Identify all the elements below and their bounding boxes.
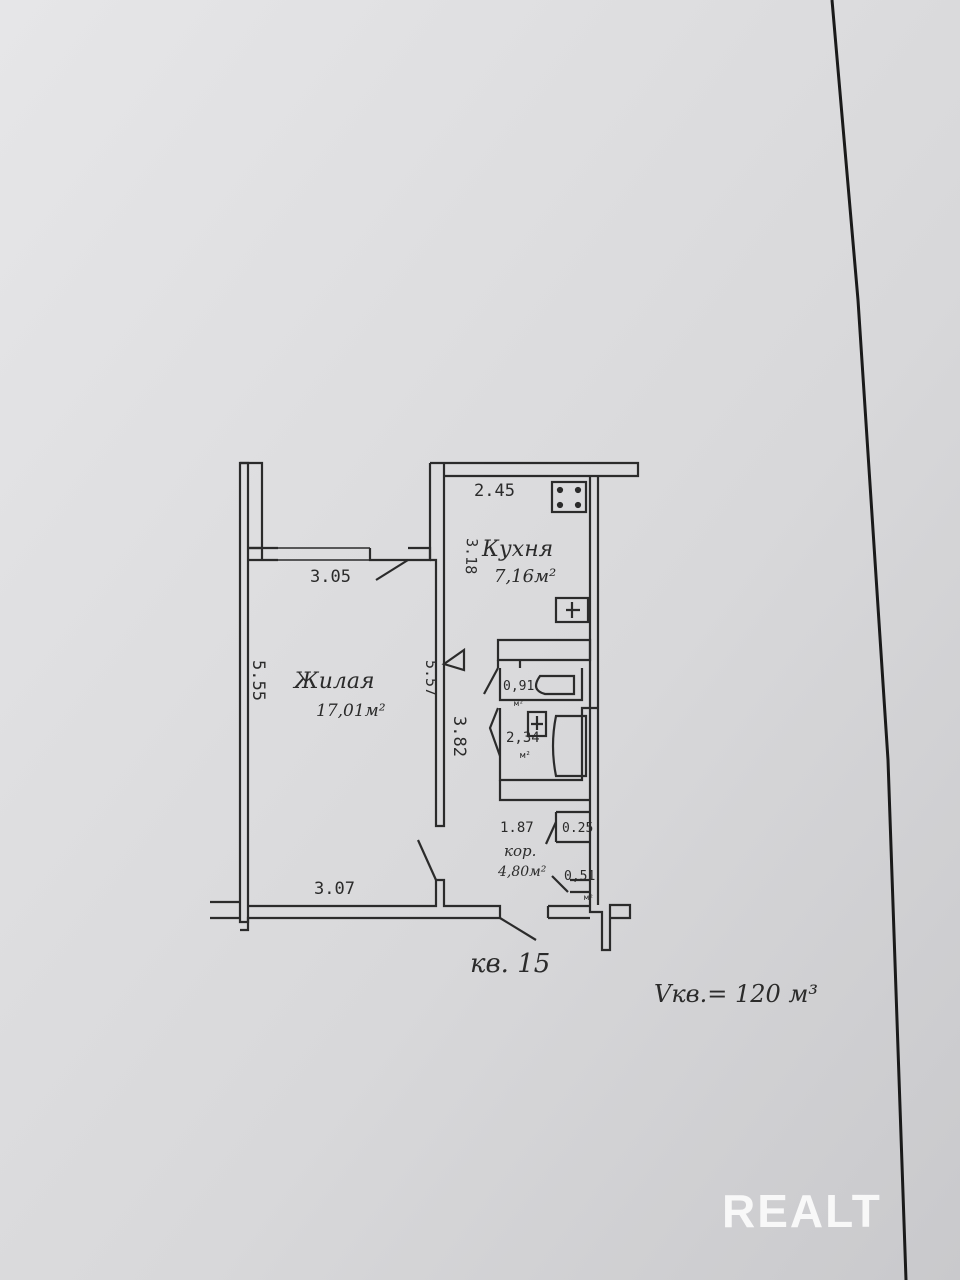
- living-width-dimension: 3.07: [314, 879, 355, 899]
- kitchen-sink: [554, 596, 590, 624]
- kitchen-stove: [550, 480, 588, 514]
- kitchen-name: Кухня: [481, 537, 553, 562]
- closet-area: 0,51: [564, 869, 595, 884]
- kitchen-area: 7,16м²: [494, 566, 556, 587]
- bath-area: 2,34: [506, 730, 540, 746]
- balcony-width-dimension: 3.05: [310, 567, 351, 587]
- corridor-width-dimension: 1.87: [500, 820, 534, 836]
- corridor-name: кор.: [504, 842, 536, 860]
- apartment-volume-label: Vкв.= 120 м³: [654, 980, 818, 1008]
- room-door-swing: [416, 839, 438, 881]
- apartment-leader-line: [499, 917, 537, 941]
- walls: [210, 461, 640, 952]
- corridor-length-dimension: 3.82: [449, 716, 469, 757]
- wc-area: 0,91: [503, 679, 534, 694]
- living-room-area: 17,01м²: [316, 701, 386, 721]
- living-room-name: Жилая: [292, 669, 375, 694]
- living-depth-right-dimension: 5.57: [422, 660, 440, 696]
- kitchen-bottom-wall: [496, 638, 592, 662]
- wc-room: [498, 668, 584, 702]
- living-depth-dimension: 5.55: [248, 660, 268, 701]
- bathtub: [551, 714, 588, 778]
- kitchen-depth-dimension: 3.18: [462, 538, 481, 575]
- kitchen-door-swing: [441, 647, 466, 672]
- kitchen-width-dimension: 2.45: [474, 481, 515, 501]
- wc-area-unit: м²: [514, 699, 524, 708]
- apartment-label: кв. 15: [470, 949, 550, 979]
- balcony-door-swing: [375, 559, 409, 581]
- kitchen-window: [484, 462, 548, 477]
- sheet-border-line: [830, 0, 908, 1280]
- bath-area-unit: м²: [520, 751, 531, 761]
- bottom-wall: [210, 878, 502, 932]
- central-partition-wall: [428, 463, 446, 828]
- right-outer-wall: [588, 476, 632, 952]
- closet-width-dimension: 0.25: [562, 821, 593, 836]
- closet-area-unit: м²: [584, 893, 594, 902]
- toilet: [534, 674, 576, 696]
- corridor-area: 4,80м²: [497, 864, 547, 880]
- realt-watermark: REALT: [722, 1185, 882, 1237]
- balcony-door-window: [278, 547, 370, 561]
